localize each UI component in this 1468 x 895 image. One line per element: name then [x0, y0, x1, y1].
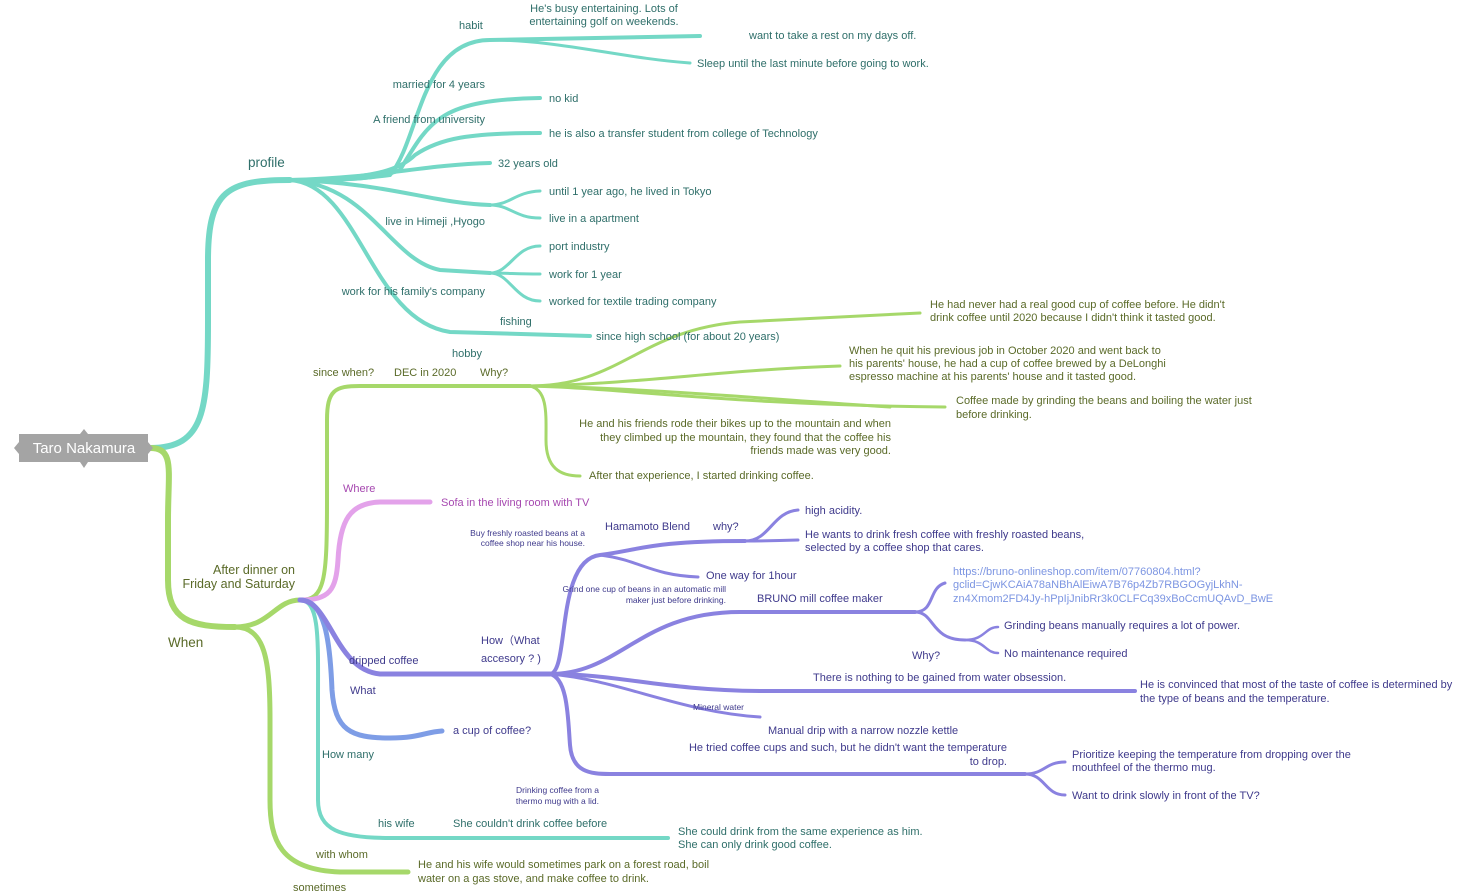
since-when[interactable]: since when? — [313, 367, 374, 379]
friends-line3[interactable]: friends made was very good. — [750, 445, 891, 457]
mineral-water[interactable]: Mineral water — [693, 702, 744, 712]
habit-busy-line1[interactable]: He's busy entertaining. Lots of — [530, 3, 679, 15]
how-many[interactable]: How many — [322, 749, 374, 761]
when-label[interactable]: When — [168, 635, 203, 650]
fishing-since[interactable]: since high school (for about 20 years) — [596, 331, 779, 343]
friend-label[interactable]: A friend from university — [373, 114, 485, 126]
thermo-line1[interactable]: Drinking coffee from a — [516, 785, 599, 795]
fishing-label[interactable]: fishing — [500, 316, 532, 328]
no-maintenance[interactable]: No maintenance required — [1004, 648, 1128, 660]
prioritize-line2[interactable]: mouthfeel of the thermo mug. — [1072, 762, 1216, 774]
how-many-branch — [298, 598, 670, 840]
what-label[interactable]: What — [350, 685, 376, 697]
high-acidity[interactable]: high acidity. — [805, 505, 862, 517]
cups-line2[interactable]: to drop. — [970, 756, 1007, 768]
grinding-line2[interactable]: before drinking. — [956, 409, 1032, 421]
textile-company[interactable]: worked for textile trading company — [548, 296, 717, 308]
why-hamamoto[interactable]: why? — [712, 521, 739, 533]
convinced-line1[interactable]: He is convinced that most of the taste o… — [1140, 679, 1453, 691]
after-dinner-line1[interactable]: After dinner on — [213, 563, 295, 577]
quit-line3[interactable]: espresso machine at his parents' house a… — [849, 371, 1136, 383]
prioritize-line1[interactable]: Prioritize keeping the temperature from … — [1072, 749, 1351, 761]
with-whom[interactable]: with whom — [315, 849, 368, 861]
transfer-student[interactable]: he is also a transfer student from colle… — [549, 128, 818, 140]
work-one-year[interactable]: work for 1 year — [548, 269, 622, 281]
root-label: Taro Nakamura — [33, 440, 136, 457]
habit-busy-line2[interactable]: entertaining golf on weekends. — [529, 16, 678, 28]
how-label-line2[interactable]: accesory ? ) — [481, 653, 541, 665]
where-label[interactable]: Where — [343, 483, 375, 495]
after-experience[interactable]: After that experience, I started drinkin… — [589, 470, 814, 482]
how-branch — [297, 508, 1137, 797]
bruno-url-line3[interactable]: zn4Xmom2FD4Jy-hPpIjJnibRr3k0CLFCq39xBoCc… — [953, 593, 1273, 605]
how-label-line1[interactable]: How（What — [481, 634, 540, 647]
quit-line2[interactable]: his parents' house, he had a cup of coff… — [849, 358, 1166, 370]
what-branch — [297, 597, 445, 741]
married-label[interactable]: married for 4 years — [393, 79, 486, 91]
his-wife[interactable]: his wife — [378, 818, 415, 830]
age[interactable]: 32 years old — [498, 158, 558, 170]
grinding-line1[interactable]: Coffee made by grinding the beans and bo… — [956, 395, 1252, 407]
habit-label[interactable]: habit — [459, 20, 483, 32]
hobby-label[interactable]: hobby — [452, 348, 482, 360]
friends-line1[interactable]: He and his friends rode their bikes up t… — [579, 418, 891, 430]
park-line1[interactable]: He and his wife would sometimes park on … — [418, 859, 709, 871]
convinced-line2[interactable]: the type of beans and the temperature. — [1140, 693, 1330, 705]
profile-label[interactable]: profile — [248, 155, 285, 170]
quit-line1[interactable]: When he quit his previous job in October… — [849, 345, 1161, 357]
cup-of-coffee[interactable]: a cup of coffee? — [453, 725, 531, 737]
no-kid[interactable]: no kid — [549, 93, 578, 105]
habit-sleep[interactable]: Sleep until the last minute before going… — [697, 58, 929, 70]
thermo-line2[interactable]: thermo mug with a lid. — [516, 796, 599, 806]
wife-couldnt[interactable]: She couldn't drink coffee before — [453, 818, 607, 830]
sofa-living-room[interactable]: Sofa in the living room with TV — [441, 497, 590, 509]
fresh-line2[interactable]: selected by a coffee shop that cares. — [805, 542, 984, 554]
root-node[interactable]: Taro Nakamura — [14, 429, 153, 468]
grind-line1[interactable]: Grind one cup of beans in an automatic m… — [563, 584, 727, 594]
never-line2[interactable]: drink coffee until 2020 because I didn't… — [930, 312, 1216, 324]
lived-tokyo[interactable]: until 1 year ago, he lived in Tokyo — [549, 186, 711, 198]
park-line2[interactable]: water on a gas stove, and make coffee to… — [417, 873, 649, 885]
where-branch — [297, 499, 433, 603]
buy-beans-line2[interactable]: coffee shop near his house. — [481, 538, 585, 548]
drink-slowly[interactable]: Want to drink slowly in front of the TV? — [1072, 790, 1260, 802]
buy-beans-line1[interactable]: Buy freshly roasted beans at a — [470, 528, 585, 538]
profile-branches — [147, 34, 702, 451]
cups-line1[interactable]: He tried coffee cups and such, but he di… — [689, 742, 1007, 754]
fresh-line1[interactable]: He wants to drink fresh coffee with fres… — [805, 529, 1084, 541]
bruno-mill[interactable]: BRUNO mill coffee maker — [757, 593, 883, 605]
friends-line2[interactable]: they climbed up the mountain, they found… — [600, 432, 891, 444]
port-industry[interactable]: port industry — [549, 241, 610, 253]
apartment[interactable]: live in a apartment — [549, 213, 639, 225]
after-dinner-line2[interactable]: Friday and Saturday — [182, 577, 295, 591]
sometimes[interactable]: sometimes — [293, 882, 347, 894]
work-label[interactable]: work for his family's company — [341, 286, 486, 298]
wife-same-line1[interactable]: She could drink from the same experience… — [678, 826, 923, 838]
hamamoto-blend[interactable]: Hamamoto Blend — [605, 521, 690, 533]
live-label[interactable]: live in Himeji ,Hyogo — [385, 216, 485, 228]
dripped-coffee[interactable]: dripped coffee — [349, 655, 419, 667]
dec-2020[interactable]: DEC in 2020 — [394, 367, 456, 379]
why-label[interactable]: Why? — [480, 367, 508, 379]
never-line1[interactable]: He had never had a real good cup of coff… — [930, 299, 1225, 311]
manual-drip-kettle[interactable]: Manual drip with a narrow nozzle kettle — [768, 725, 958, 737]
grind-line2[interactable]: maker just before drinking. — [626, 595, 726, 605]
habit-rest[interactable]: want to take a rest on my days off. — [748, 30, 916, 42]
manual-power[interactable]: Grinding beans manually requires a lot o… — [1004, 620, 1240, 632]
why-bruno[interactable]: Why? — [912, 650, 940, 662]
bruno-url-line1[interactable]: https://bruno-onlineshop.com/item/077608… — [953, 566, 1201, 578]
water-obsession[interactable]: There is nothing to be gained from water… — [813, 672, 1066, 684]
one-way-1hour[interactable]: One way for 1hour — [706, 570, 797, 582]
when-branches — [147, 311, 947, 875]
bruno-url-line2[interactable]: gclid=CjwKCAiA78aNBhAlEiwA7B76p4Zb7RBGOG… — [953, 579, 1243, 591]
wife-same-line2[interactable]: She can only drink good coffee. — [678, 839, 832, 851]
